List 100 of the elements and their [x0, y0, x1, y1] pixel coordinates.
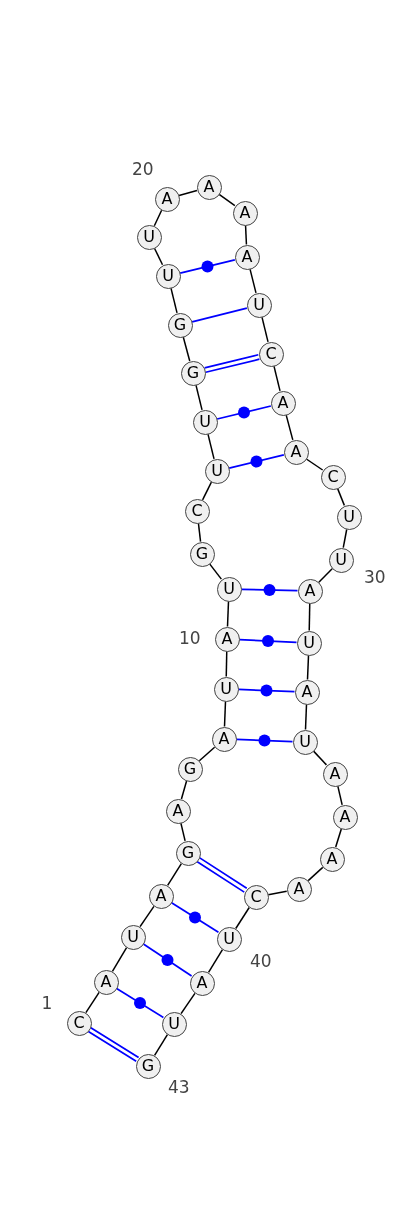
base-pair-line [170, 901, 220, 934]
position-number: 1 [41, 994, 53, 1012]
nucleotide-circle: G [189, 541, 215, 567]
nucleotide-circle: U [120, 924, 146, 950]
base-pair-line [196, 857, 248, 893]
backbone-line [312, 750, 328, 766]
backbone-line [249, 268, 257, 294]
position-number: 43 [168, 1078, 190, 1096]
backbone-line [306, 654, 310, 681]
nucleotide-circle: U [216, 926, 242, 952]
base-pair-line [191, 307, 248, 323]
nucleotide-circle: A [189, 970, 215, 996]
backbone-line [235, 906, 250, 930]
nucleotide-circle: G [175, 840, 201, 866]
nucleotide-circle: C [66, 1010, 92, 1036]
backbone-line [153, 1033, 169, 1057]
backbone-line [226, 600, 230, 628]
backbone-line [85, 991, 100, 1014]
nucleotide-circle: A [270, 390, 296, 416]
backbone-line [170, 287, 178, 314]
backbone-line [153, 247, 164, 266]
nucleotide-circle: U [296, 630, 322, 656]
nucleotide-circle: C [243, 884, 269, 910]
backbone-line [111, 946, 128, 973]
nucleotide-circle: G [180, 360, 206, 386]
nucleotide-circle: U [136, 224, 162, 250]
nucleotide-circle: U [192, 409, 218, 435]
nucleotide-circle: A [322, 761, 348, 787]
backbone-line [273, 365, 281, 392]
base-pair-line [235, 734, 294, 747]
position-number: 20 [132, 160, 154, 178]
backbone-line [207, 433, 215, 460]
backbone-line [305, 458, 324, 471]
backbone-line [308, 602, 311, 632]
nucleotide-circle: A [232, 200, 258, 226]
nucleotide-circle: U [336, 504, 362, 530]
nucleotide-circle: U [216, 576, 242, 602]
base-pair-line [228, 454, 285, 469]
backbone-line [267, 890, 288, 896]
backbone-line [318, 568, 333, 583]
nucleotide-circle: A [297, 578, 323, 604]
nucleotide-circle: G [177, 756, 203, 782]
backbone-line [336, 487, 346, 507]
nucleotide-circle: U [204, 458, 230, 484]
nucleotide-circle: A [196, 174, 222, 200]
backbone-line [334, 828, 343, 848]
backbone-line [244, 224, 248, 246]
backbone-line [178, 189, 198, 197]
backbone-line [207, 948, 224, 974]
position-number: 10 [179, 629, 201, 647]
base-pair-line [237, 684, 296, 697]
backbone-line [218, 193, 236, 207]
nucleotide-circle: A [332, 804, 358, 830]
backbone-line [195, 384, 203, 411]
nucleotide-circle: C [258, 341, 284, 367]
base-pair-line [203, 353, 261, 374]
nucleotide-circle: A [211, 726, 237, 752]
nucleotide-circle: U [155, 263, 181, 289]
base-pair-line [87, 1026, 140, 1063]
nucleotide-circle: U [161, 1011, 187, 1037]
backbone-line [153, 209, 163, 227]
backbone-line [261, 316, 269, 343]
backbone-line [307, 866, 324, 882]
nucleotide-circle: A [283, 439, 309, 465]
base-pair-line [179, 259, 236, 274]
nucleotide-circle: G [167, 312, 193, 338]
nucleotide-circle: U [213, 676, 239, 702]
backbone-line [182, 336, 191, 362]
position-number: 40 [250, 952, 272, 970]
backbone-line [342, 528, 348, 549]
position-number: 30 [364, 568, 386, 586]
nucleotide-circle: A [214, 626, 240, 652]
nucleotide-circle: U [328, 547, 354, 573]
base-pair-line [142, 943, 193, 977]
backbone-line [285, 414, 294, 441]
backbone-line [208, 563, 223, 580]
backbone-line [180, 822, 186, 842]
backbone-line [225, 650, 228, 678]
backbone-line [337, 785, 343, 806]
backbone-line [304, 703, 308, 731]
backbone-line [197, 522, 202, 543]
nucleotide-circle: A [234, 244, 260, 270]
nucleotide-circle: U [246, 292, 272, 318]
backbone-line [198, 746, 216, 762]
backbone-line [139, 905, 155, 928]
base-pair-line [238, 635, 298, 647]
backbone-line [201, 481, 213, 501]
nucleotide-circle: C [320, 464, 346, 490]
nucleotide-circle: U [292, 729, 318, 755]
nucleotide-circle: A [165, 798, 191, 824]
base-pair-line [216, 405, 272, 420]
nucleotide-circle: A [93, 969, 119, 995]
base-pair-line [115, 987, 165, 1019]
nucleotide-circle: A [154, 186, 180, 212]
nucleotide-circle: A [319, 846, 345, 872]
base-pair-line [240, 584, 299, 596]
backbone-line [180, 780, 188, 800]
nucleotide-circle: A [294, 679, 320, 705]
backbone-line [223, 700, 227, 728]
backbone-line [180, 992, 196, 1015]
